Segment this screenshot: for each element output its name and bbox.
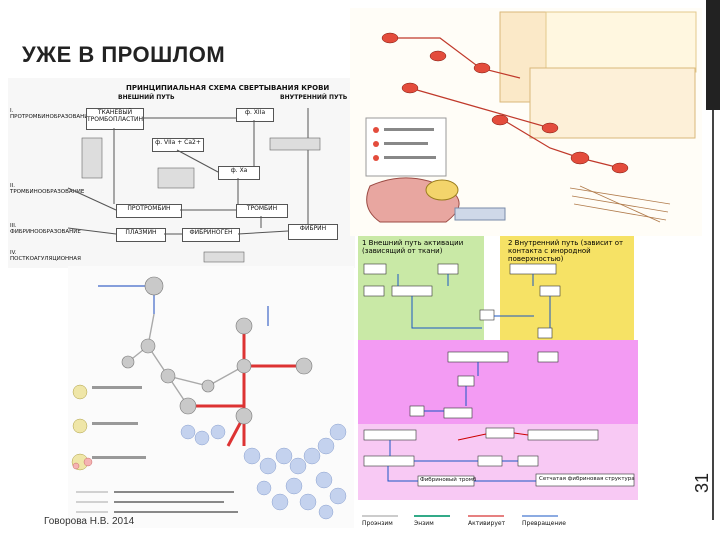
scheme1-connectors bbox=[67, 108, 321, 263]
node-thrombin: ТРОМБИН bbox=[236, 204, 288, 218]
scheme1-external: ВНЕШНИЙ ПУТЬ bbox=[118, 94, 175, 101]
phase-1: I. ПРОТРОМБИНОБРАЗОВАНИЕ bbox=[10, 108, 92, 120]
author-credit: Говорова Н.В. 2014 bbox=[44, 516, 135, 527]
node-f10a: ф. Xa bbox=[218, 166, 260, 180]
scheme1-title: ПРИНЦИПИАЛЬНАЯ СХЕМА СВЕРТЫВАНИЯ КРОВИ bbox=[126, 84, 330, 92]
node-f12a: ф. XIIа bbox=[236, 108, 274, 122]
page-number: 31 bbox=[692, 472, 712, 494]
fibrin-structure-label: Сетчатая фибриновая структура bbox=[539, 476, 635, 482]
coagulation-scheme-principal: ПРИНЦИПИАЛЬНАЯ СХЕМА СВЕРТЫВАНИЯ КРОВИ В… bbox=[8, 78, 355, 268]
legend-activates: Активирует bbox=[468, 520, 506, 527]
right-side-line bbox=[712, 110, 714, 520]
network-graphic bbox=[71, 276, 347, 520]
phase-3: III. ФИБРИНООБРАЗОВАНИЕ bbox=[10, 223, 81, 235]
coagulation-scheme-network bbox=[68, 266, 354, 528]
path2-title: 2 Внутренний путь (зависит от контакта с… bbox=[508, 239, 624, 263]
legend-conversion: Превращение bbox=[522, 520, 566, 527]
legend-proenzyme: Проэнзим bbox=[362, 520, 393, 527]
legend-enzyme: Энзим bbox=[414, 520, 434, 527]
cascade-graphic bbox=[358, 263, 638, 530]
node-plasmin: ПЛАЗМИН bbox=[116, 228, 166, 242]
phase-4: IV. ПОСТКОАГУЛЯЦИОННАЯ bbox=[10, 250, 81, 262]
slide-title: УЖЕ В ПРОШЛОМ bbox=[22, 42, 226, 67]
path1-title: 1 Внешний путь активации (зависящий от т… bbox=[362, 239, 464, 255]
node-fibrin: ФИБРИН bbox=[288, 224, 338, 240]
node-tissue-thromboplastin: ТКАНЕВЫЙ ТРОМБОПЛАСТИН bbox=[86, 108, 144, 130]
colored-scheme-graphic bbox=[365, 11, 697, 223]
phase-2: II. ТРОМБИНООБРАЗОВАНИЕ bbox=[10, 183, 85, 195]
fibrin-clot-label: Фибриновый тромб bbox=[420, 477, 477, 483]
node-f7a: ф. VIIa + Ca2+ bbox=[152, 138, 204, 152]
scheme1-internal: ВНУТРЕННИЙ ПУТЬ bbox=[280, 94, 348, 101]
node-prothrombin: ПРОТРОМБИН bbox=[116, 204, 182, 218]
coagulation-scheme-colored bbox=[350, 8, 702, 236]
node-fibrinogen: ФИБРИНОГЕН bbox=[182, 228, 240, 242]
coagulation-scheme-cascade: 1 Внешний путь активации (зависящий от т… bbox=[358, 236, 638, 530]
right-accent-bar bbox=[706, 0, 720, 110]
